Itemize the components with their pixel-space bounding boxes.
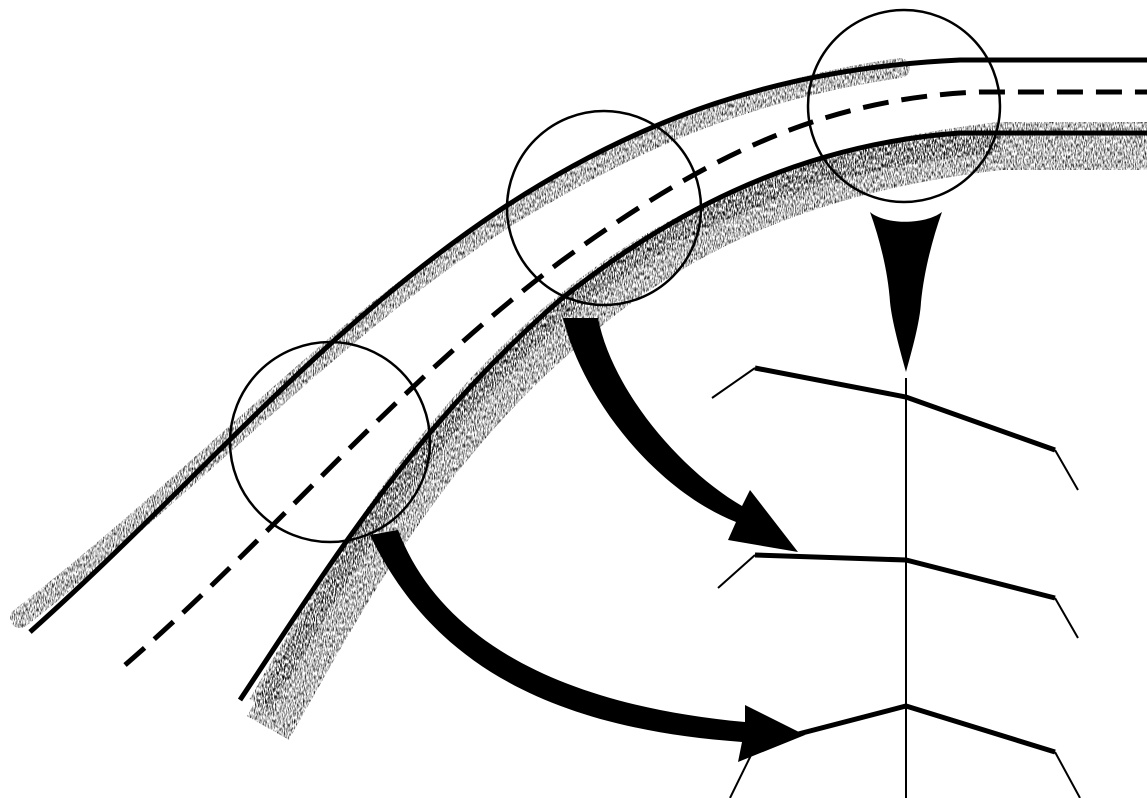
arrow-to-crown-section (870, 212, 942, 372)
cross-section-crown (712, 368, 1078, 490)
magnifier-circle-curve (230, 342, 430, 542)
road-center-line (125, 92, 1147, 665)
cross-section-partial-crown (718, 555, 1078, 638)
arrow-to-tilted-section (370, 530, 805, 762)
arrow-to-partial-crown-section (563, 318, 798, 552)
